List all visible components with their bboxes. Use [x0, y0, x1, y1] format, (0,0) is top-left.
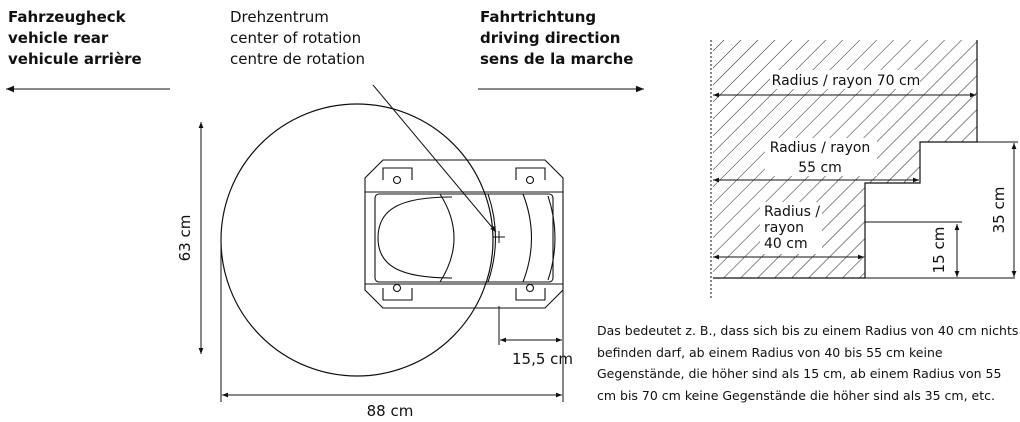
- radius-40-label-line1: Radius /: [764, 204, 820, 220]
- rotation-center-label: Drehzentrum center of rotation centre de…: [230, 7, 365, 70]
- rotation-center-label-en: center of rotation: [230, 29, 362, 47]
- vehicle-rear-label-fr: vehicule arrière: [8, 50, 142, 68]
- vehicle-outline: [364, 159, 564, 309]
- vehicle-rear-label-de: Fahrzeugheck: [8, 8, 126, 26]
- driving-direction-label-de: Fahrtrichtung: [480, 8, 597, 26]
- radius-55-label-line2: 55 cm: [798, 160, 842, 176]
- height-dimension-label: 63 cm: [176, 215, 194, 262]
- radius-40-label-line3: 40 cm: [764, 236, 808, 252]
- offset-dimension-label: 15,5 cm: [512, 350, 573, 368]
- height-15-label: 15 cm: [930, 227, 948, 274]
- driving-direction-label-en: driving direction: [480, 29, 621, 47]
- rotation-center-label-de: Drehzentrum: [230, 8, 329, 26]
- rotation-center-pointer: [372, 84, 497, 233]
- radius-40-label-line2: rayon: [764, 220, 804, 236]
- radius-55-label-line1: Radius / rayon: [770, 140, 871, 156]
- driving-direction-label: Fahrtrichtung driving direction sens de …: [480, 7, 633, 70]
- radius-70-label: Radius / rayon 70 cm: [772, 73, 921, 89]
- vehicle-rear-label-en: vehicle rear: [8, 29, 109, 47]
- rotation-center-marker: [493, 231, 505, 243]
- width-dimension-label: 88 cm: [367, 402, 414, 420]
- rotation-center-label-fr: centre de rotation: [230, 50, 366, 68]
- explanation-caption: Das bedeutet z. B., dass sich bis zu ein…: [597, 323, 1019, 403]
- turning-circle: [220, 103, 494, 377]
- vehicle-rear-label: Fahrzeugheck vehicle rear vehicule arriè…: [8, 7, 142, 70]
- driving-direction-label-fr: sens de la marche: [480, 50, 634, 68]
- height-35-label: 35 cm: [990, 187, 1008, 234]
